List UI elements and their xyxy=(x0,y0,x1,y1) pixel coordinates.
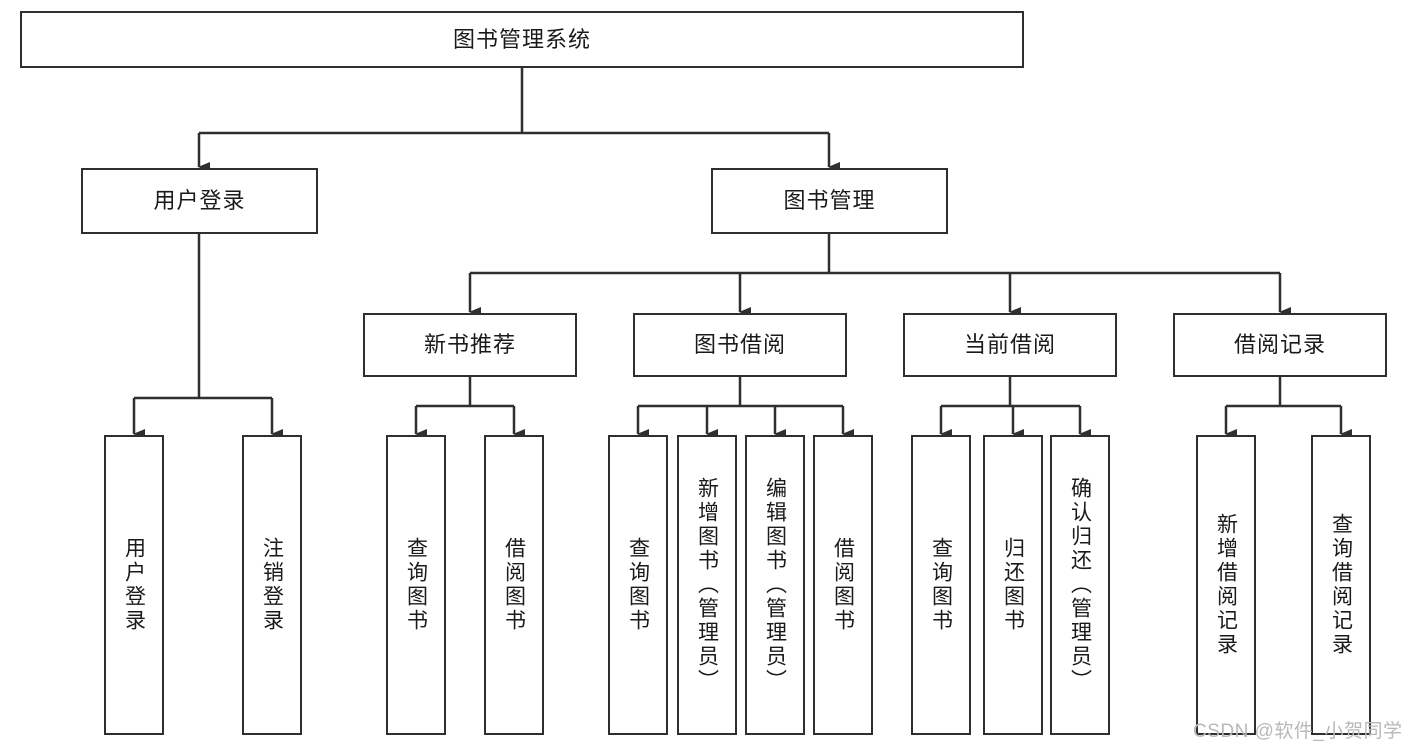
node-label: 用户登录 xyxy=(122,537,146,633)
node-label: 注销登录 xyxy=(260,537,284,633)
node-level2-1[interactable]: 图书管理 xyxy=(711,168,948,234)
node-label: 查询图书 xyxy=(404,537,428,633)
node-label: 当前借阅 xyxy=(963,332,1056,358)
node-leaf-10[interactable]: 确认归还（管理员） xyxy=(1050,435,1110,735)
node-label: 编辑图书（管理员） xyxy=(763,477,787,693)
node-root-0[interactable]: 图书管理系统 xyxy=(20,11,1024,68)
node-level3-2[interactable]: 当前借阅 xyxy=(903,313,1117,377)
node-label: 确认归还（管理员） xyxy=(1068,477,1092,693)
node-label: 图书管理 xyxy=(783,188,876,214)
node-leaf-12[interactable]: 查询借阅记录 xyxy=(1311,435,1371,735)
node-label: 用户登录 xyxy=(153,188,246,214)
node-label: 借阅图书 xyxy=(831,537,855,633)
node-leaf-2[interactable]: 查询图书 xyxy=(386,435,446,735)
csdn-watermark: CSDN @软件_小贺同学 xyxy=(1193,721,1403,742)
node-label: 借阅记录 xyxy=(1233,332,1326,358)
edge-group xyxy=(132,68,1352,439)
node-level3-1[interactable]: 图书借阅 xyxy=(633,313,847,377)
node-leaf-9[interactable]: 归还图书 xyxy=(983,435,1043,735)
node-leaf-5[interactable]: 新增图书（管理员） xyxy=(677,435,737,735)
node-leaf-1[interactable]: 注销登录 xyxy=(242,435,302,735)
node-level2-0[interactable]: 用户登录 xyxy=(81,168,318,234)
node-label: 新增图书（管理员） xyxy=(695,477,719,693)
node-leaf-4[interactable]: 查询图书 xyxy=(608,435,668,735)
node-label: 新书推荐 xyxy=(423,332,516,358)
node-label: 图书管理系统 xyxy=(452,26,591,52)
node-label: 查询图书 xyxy=(929,537,953,633)
node-leaf-11[interactable]: 新增借阅记录 xyxy=(1196,435,1256,735)
node-level3-3[interactable]: 借阅记录 xyxy=(1173,313,1387,377)
node-leaf-6[interactable]: 编辑图书（管理员） xyxy=(745,435,805,735)
node-leaf-3[interactable]: 借阅图书 xyxy=(484,435,544,735)
node-label: 查询图书 xyxy=(626,537,650,633)
node-label: 查询借阅记录 xyxy=(1329,513,1353,657)
node-leaf-7[interactable]: 借阅图书 xyxy=(813,435,873,735)
node-level3-0[interactable]: 新书推荐 xyxy=(363,313,577,377)
node-label: 借阅图书 xyxy=(502,537,526,633)
node-label: 新增借阅记录 xyxy=(1214,513,1238,657)
node-label: 图书借阅 xyxy=(693,332,786,358)
node-leaf-0[interactable]: 用户登录 xyxy=(104,435,164,735)
node-leaf-8[interactable]: 查询图书 xyxy=(911,435,971,735)
node-label: 归还图书 xyxy=(1001,537,1025,633)
